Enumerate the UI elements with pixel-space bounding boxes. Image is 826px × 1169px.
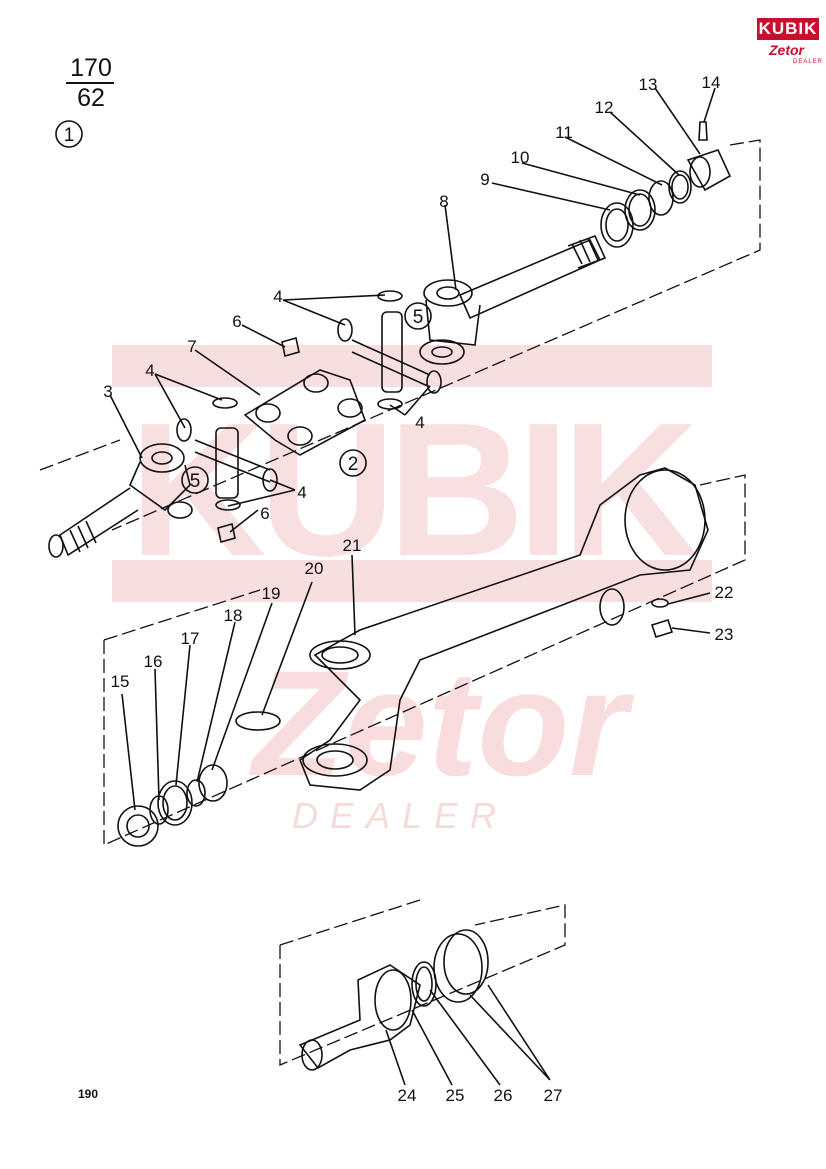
- callout-18: 18: [224, 606, 243, 625]
- callout-6-a: 6: [232, 312, 241, 331]
- callout-24: 24: [398, 1086, 417, 1105]
- callout-27: 27: [544, 1086, 563, 1105]
- logo-tag: DEALER: [793, 59, 824, 65]
- page-number: 190: [78, 1087, 99, 1101]
- kubik-logo: KUBIK Zetor DEALER: [757, 18, 822, 68]
- callout-20: 20: [305, 559, 324, 578]
- watermark-sub: Zetor: [249, 639, 636, 807]
- callout-8: 8: [439, 192, 448, 211]
- callout-5-lower: 5: [190, 471, 201, 492]
- logo-sub: Zetor: [769, 42, 804, 58]
- watermark-brand: KUBIK: [129, 384, 697, 596]
- callout-16: 16: [144, 652, 163, 671]
- catalog-number: 170: [70, 54, 112, 82]
- callout-5-upper: 5: [413, 307, 424, 328]
- watermark-tag: DEALER: [292, 795, 508, 836]
- callout-7: 7: [187, 337, 196, 356]
- callout-labels: 3 4 4 4 4 6 6 7 8 9 10 11 12 13 14 15 16…: [103, 73, 733, 1105]
- callout-12: 12: [595, 98, 614, 117]
- callout-3: 3: [103, 382, 112, 401]
- callout-4-c: 4: [415, 413, 424, 432]
- callout-9: 9: [480, 170, 489, 189]
- callout-11: 11: [555, 123, 573, 142]
- callout-4-b: 4: [145, 361, 154, 380]
- callout-13: 13: [639, 75, 658, 94]
- callout-4-a: 4: [273, 287, 282, 306]
- group-1-label: 1: [64, 125, 75, 146]
- callout-6-b: 6: [260, 504, 269, 523]
- callout-26: 26: [494, 1086, 513, 1105]
- fraction-line: [66, 82, 114, 84]
- callout-15: 15: [111, 672, 130, 691]
- callout-25: 25: [446, 1086, 465, 1105]
- group-markers: [55, 120, 432, 494]
- callout-10: 10: [511, 148, 530, 167]
- group-2-label: 2: [348, 454, 359, 475]
- callout-23: 23: [715, 625, 734, 644]
- catalog-page: 62: [77, 84, 105, 112]
- callout-22: 22: [715, 583, 734, 602]
- callout-17: 17: [181, 629, 200, 648]
- callout-14: 14: [702, 73, 721, 92]
- callout-19: 19: [262, 584, 281, 603]
- callout-21: 21: [343, 536, 362, 555]
- callout-4-d: 4: [297, 483, 306, 502]
- logo-brand: KUBIK: [757, 18, 819, 40]
